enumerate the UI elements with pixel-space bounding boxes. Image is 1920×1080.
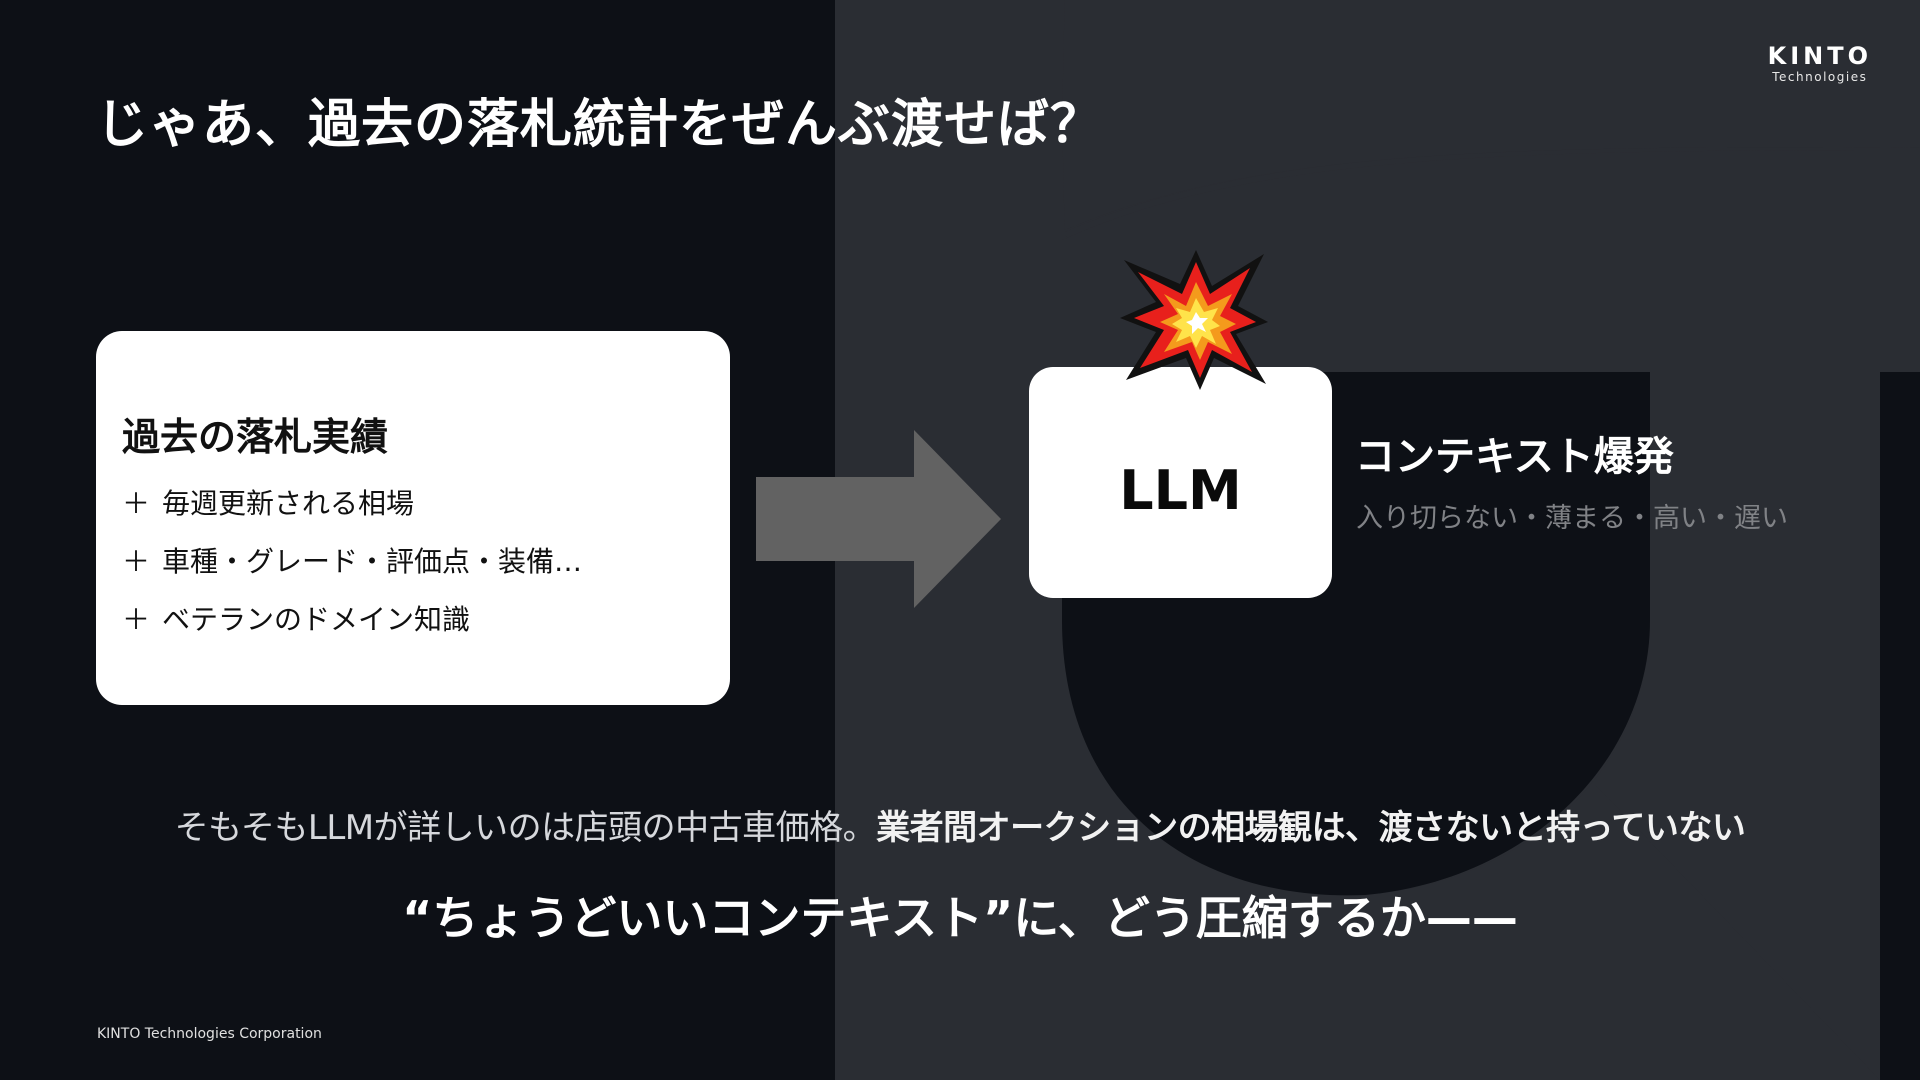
right-arrow-icon — [756, 430, 1001, 608]
past-results-item-label: 車種・グレード・評価点・装備… — [162, 545, 583, 578]
logo-main-text: KINTO — [1767, 42, 1872, 70]
logo-sub-text: Technologies — [1772, 70, 1868, 84]
key-question: “ちょうどいいコンテキスト”に、どう圧縮するか—— — [402, 891, 1518, 945]
context-explosion-title: コンテキスト爆発 — [1355, 434, 1674, 480]
bottom-message-bold: 業者間オークションの相場観は、渡さないと持っていない — [876, 808, 1746, 848]
company-logo: KINTO Technologies — [1768, 42, 1872, 84]
explosion-icon — [1120, 250, 1268, 390]
past-results-item: ＋ 車種・グレード・評価点・装備… — [122, 533, 706, 591]
plus-icon: ＋ — [122, 545, 151, 578]
slide-title: じゃあ、過去の落札統計をぜんぶ渡せば？ — [96, 95, 1104, 155]
llm-label: LLM — [1119, 459, 1242, 522]
bottom-message-normal: そもそもLLMが詳しいのは店頭の中古車価格。 — [174, 808, 877, 848]
context-explosion-subtitle: 入り切らない・薄まる・高い・遅い — [1356, 503, 1788, 534]
plus-icon: ＋ — [122, 603, 151, 636]
past-results-card: 過去の落札実績 ＋ 毎週更新される相場 ＋ 車種・グレード・評価点・装備… ＋ ベテラ… — [96, 331, 730, 705]
past-results-title: 過去の落札実績 — [122, 415, 389, 459]
past-results-item: ＋ ベテランのドメイン知識 — [122, 591, 706, 649]
plus-icon: ＋ — [122, 487, 151, 520]
llm-box: LLM — [1029, 367, 1332, 598]
past-results-item-label: 毎週更新される相場 — [162, 487, 415, 520]
footer-copyright: KINTO Technologies Corporation — [97, 1026, 322, 1042]
past-results-item: ＋ 毎週更新される相場 — [122, 475, 706, 533]
past-results-item-label: ベテランのドメイン知識 — [162, 603, 471, 636]
bottom-message: そもそもLLMが詳しいのは店頭の中古車価格。業者間オークションの相場観は、渡さな… — [0, 800, 1920, 849]
